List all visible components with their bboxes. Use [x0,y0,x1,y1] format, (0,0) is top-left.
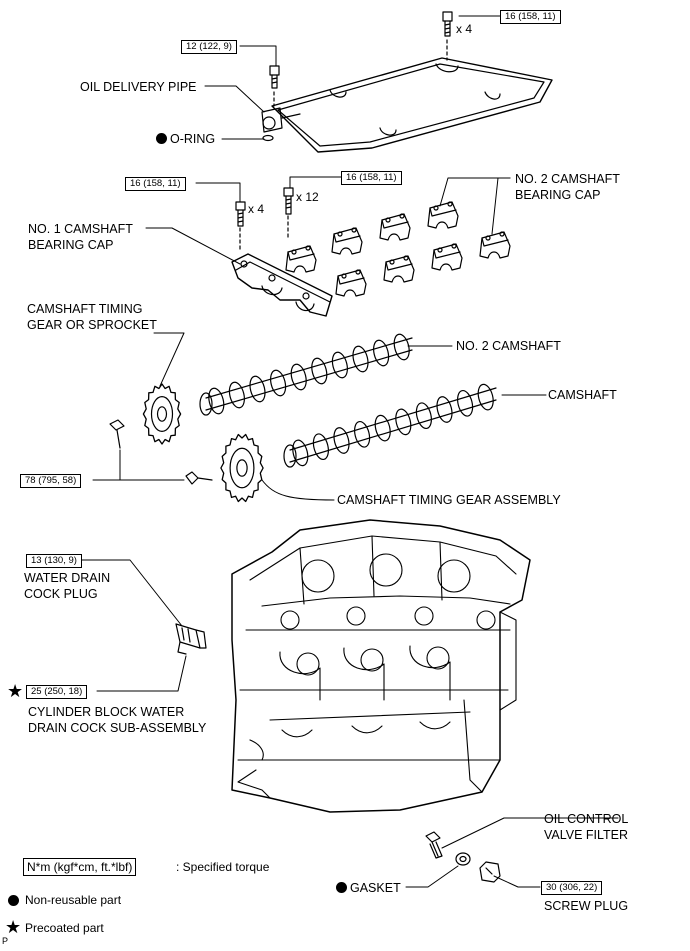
cam-lobe [333,427,350,454]
oil-delivery-pipe-shape [261,57,553,153]
label-water-drain-1: WATER DRAIN [24,571,111,585]
no2-bearing-cap [379,213,411,241]
cam-lobe [249,375,266,403]
label-camshaft: CAMSHAFT [548,388,617,402]
no2-bearing-cap [383,255,415,283]
non-reusable-mark [156,133,167,144]
count-no2-cap-bolt: x 12 [296,190,319,204]
timing-sprocket-shape [142,383,182,445]
cam-lobe [477,383,494,411]
non-reusable-mark [336,882,347,893]
no2-bearing-cap [427,201,459,229]
no2-bearing-cap [331,227,363,255]
leader-lines [77,15,619,888]
label-oil-control-1: OIL CONTROL [544,812,629,826]
label-oil-delivery-pipe: OIL DELIVERY PIPE [80,80,197,94]
no1-bearing-cap-shape [231,253,333,317]
legend-non-reusable-icon [8,895,19,906]
cam-lobe [354,420,371,448]
count-pipe-bolt-top: x 4 [456,22,473,36]
gear-bore [236,459,248,477]
cam-lobe [436,396,453,423]
label-no1-cap-1: NO. 1 CAMSHAFT [28,222,133,236]
legend-precoated-icon: ★ [5,917,22,937]
label-timing-gear-1: CAMSHAFT TIMING [27,302,143,316]
oil-control-filter-shape [425,831,443,859]
no2-bearing-cap [335,269,367,297]
timing-gear-assembly-shape [220,433,264,503]
label-no2-cap-2: BEARING CAP [515,188,601,202]
no1-cap-bolt-shape [235,201,246,253]
gear-teeth [220,433,264,503]
no2-cap-bolt-shape [283,187,294,241]
screw-plug-shape [479,861,501,883]
cam-end [199,392,213,416]
gear-bore [156,406,168,422]
label-water-drain-2: COCK PLUG [24,587,98,601]
torque-pipe-bolt-top: 16 (158, 11) [500,10,561,24]
label-o-ring: O-RING [170,132,216,146]
pipe-bolt-top-shape [442,11,453,61]
timing-bolts-shape [109,419,213,485]
legend-precoated-text: Precoated part [25,921,104,935]
torque-no1-cap-bolt: 16 (158, 11) [125,177,186,191]
gear-hub [229,447,255,489]
cam-lobe [415,402,432,430]
cam-lobe [270,369,287,397]
label-timing-gear-2: GEAR OR SPROCKET [27,318,157,332]
cam-lobe [312,433,329,461]
cam-lobe [290,363,307,391]
cam-lobe [208,387,225,415]
label-no2-camshaft: NO. 2 CAMSHAFT [456,339,561,353]
torque-pipe-bolt-left: 12 (122, 9) [181,40,237,54]
legend-non-reusable-text: Non-reusable part [25,893,122,907]
cam-lobe [311,357,328,385]
label-no2-cap-1: NO. 2 CAMSHAFT [515,172,620,186]
cam-lobe [228,381,245,409]
camshaft-shape [283,383,497,468]
cylinder-block-shape [231,519,531,813]
gear-teeth [142,383,182,445]
o-ring-shape [262,134,274,142]
no2-bearing-caps-group [285,201,511,297]
corner-mark: P [2,936,9,946]
cam-lobe [457,389,474,417]
torque-drain-cock: 25 (250, 18) [26,685,88,699]
cam-end [283,444,297,468]
cam-lobe [393,333,410,361]
label-screw-plug: SCREW PLUG [544,899,629,913]
count-no1-cap-bolt: x 4 [248,202,265,216]
pipe-bolt-left-shape [269,65,280,107]
label-drain-cock-2: DRAIN COCK SUB-ASSEMBLY [28,721,207,735]
cam-lobe [373,339,390,367]
precoated-mark: ★ [7,681,24,701]
torque-timing-bolt: 78 (795, 58) [20,474,82,488]
no2-bearing-cap [285,245,317,273]
gear-hub [150,396,174,433]
label-drain-cock-1: CYLINDER BLOCK WATER [28,705,185,719]
cam-lobe [374,414,391,442]
label-no1-cap-2: BEARING CAP [28,238,114,252]
torque-water-plug: 13 (130, 9) [26,554,82,568]
no2-bearing-cap [431,243,463,271]
cam-lobe [395,408,412,436]
label-gasket: GASKET [350,881,401,895]
drain-cock-shape [175,623,207,655]
no2-camshaft-shape [199,333,413,416]
legend-torque-text: : Specified torque [176,860,270,874]
cam-lobe [331,351,348,379]
cam-lobe [292,439,309,467]
label-oil-control-2: VALVE FILTER [544,828,629,842]
torque-no2-cap-bolt: 16 (158, 11) [341,171,402,185]
no2-bearing-cap [479,231,511,259]
cam-lobe [352,345,369,373]
label-timing-gear-assembly: CAMSHAFT TIMING GEAR ASSEMBLY [337,493,561,507]
torque-screw-plug: 30 (306, 22) [541,881,603,895]
gasket-shape [455,852,471,866]
legend-torque-unit: N*m (kgf*cm, ft.*lbf) [23,858,137,876]
